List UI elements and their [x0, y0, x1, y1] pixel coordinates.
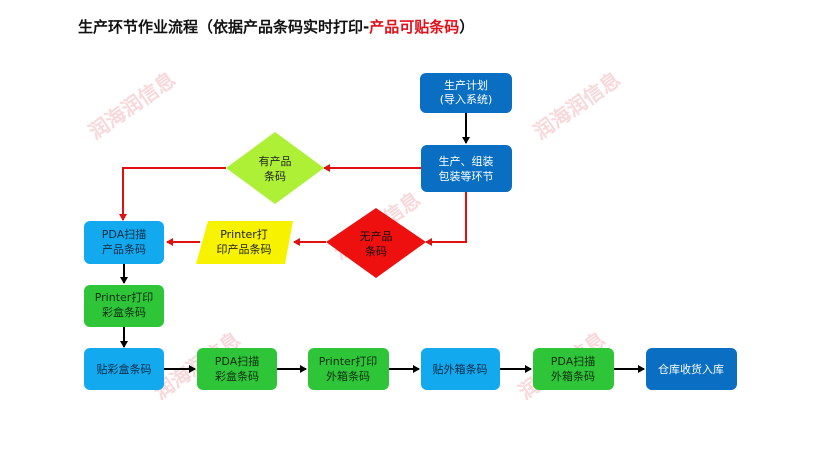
arrow-has-code-to-pda — [119, 167, 226, 221]
node-printer-outer-box: Printer打印 外箱条码 — [308, 348, 389, 390]
node-pda-outer-box-line1: PDA扫描 — [551, 354, 595, 368]
node-pda-product: PDA扫描 产品条码 — [84, 221, 164, 264]
node-pda-outer-box: PDA扫描 外箱条码 — [533, 348, 614, 390]
node-paste-color-box: 贴彩盒条码 — [84, 348, 164, 390]
node-printer-color-box-line2: 彩盒条码 — [102, 305, 146, 319]
node-pda-product-line2: 产品条码 — [102, 242, 146, 256]
node-printer-product-line2: 印产品条码 — [217, 242, 272, 256]
node-assembly-line1: 生产、组装 — [439, 154, 494, 168]
node-pda-product-line1: PDA扫描 — [102, 227, 146, 241]
node-paste-outer-box: 贴外箱条码 — [421, 348, 500, 390]
node-no-code-line1: 无产品 — [360, 229, 393, 243]
connectors — [119, 113, 645, 373]
watermark-2: 润海润信息 — [529, 67, 625, 144]
node-paste-outer-box-line1: 贴外箱条码 — [433, 362, 488, 376]
node-printer-outer-box-line2: 外箱条码 — [326, 369, 370, 383]
node-plan-line1: 生产计划 — [444, 78, 488, 92]
title-highlight: 产品可贴条码 — [369, 18, 460, 36]
node-assembly: 生产、组装 包装等环节 — [421, 145, 512, 192]
node-has-code-line2: 条码 — [264, 169, 286, 183]
node-paste-color-box-line1: 贴彩盒条码 — [97, 362, 152, 376]
node-pda-color-box-line2: 彩盒条码 — [215, 369, 259, 383]
node-printer-color-box-line1: Printer打印 — [95, 290, 154, 304]
node-pda-outer-box-line2: 外箱条码 — [551, 369, 595, 383]
node-no-code-line2: 条码 — [365, 244, 387, 258]
watermark-1: 润海润信息 — [84, 67, 180, 144]
node-printer-product-line1: Printer打 — [220, 227, 268, 241]
node-pda-color-box: PDA扫描 彩盒条码 — [197, 348, 277, 390]
node-assembly-line2: 包装等环节 — [439, 169, 494, 183]
node-has-code-line1: 有产品 — [259, 154, 292, 168]
node-has-code: 有产品 条码 — [226, 132, 324, 204]
title-end: ） — [459, 18, 475, 36]
title-main: 生产环节作业流程（依据产品条码实时打印- — [78, 18, 370, 36]
page-title: 生产环节作业流程（依据产品条码实时打印-产品可贴条码） — [78, 16, 474, 37]
node-pda-color-box-line1: PDA扫描 — [215, 354, 259, 368]
node-plan: 生产计划 (导入系统) — [420, 73, 512, 113]
node-warehouse-line1: 仓库收货入库 — [658, 362, 724, 376]
node-warehouse: 仓库收货入库 — [646, 348, 737, 390]
node-printer-product: Printer打 印产品条码 — [196, 221, 293, 264]
node-printer-color-box: Printer打印 彩盒条码 — [84, 285, 164, 327]
arrow-assembly-to-no-code — [425, 192, 467, 246]
node-printer-outer-box-line1: Printer打印 — [319, 354, 378, 368]
node-plan-line2: (导入系统) — [440, 93, 493, 106]
node-no-code: 无产品 条码 — [326, 208, 426, 278]
